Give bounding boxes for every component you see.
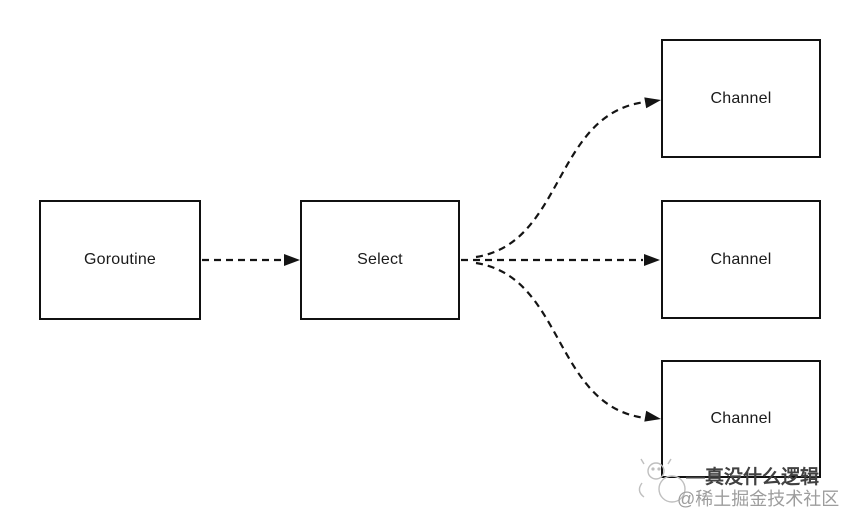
- node-goroutine: Goroutine: [39, 200, 201, 320]
- node-select-label: Select: [357, 251, 403, 268]
- node-channel-bottom: Channel: [661, 360, 821, 478]
- arrowhead-icon: [644, 97, 661, 109]
- node-goroutine-label: Goroutine: [83, 251, 157, 268]
- node-channel-bottom-label: Channel: [710, 410, 772, 427]
- node-channel-top-label: Channel: [710, 89, 772, 107]
- node-channel-middle: Channel: [661, 200, 821, 319]
- watermark-community: @稀土掘金技术社区: [677, 489, 840, 509]
- watermark-author: —真没什么逻辑: [686, 467, 820, 488]
- node-channel-top: Channel: [661, 39, 821, 158]
- arrowhead-icon: [284, 254, 300, 266]
- edge-select-to-channel-top: [475, 100, 646, 259]
- node-channel-middle-label: Channel: [710, 250, 772, 268]
- node-select: Select: [300, 200, 460, 320]
- arrowhead-icon: [644, 410, 661, 422]
- edge-select-to-channel-bottom: [475, 261, 646, 420]
- arrowhead-icon: [644, 254, 660, 266]
